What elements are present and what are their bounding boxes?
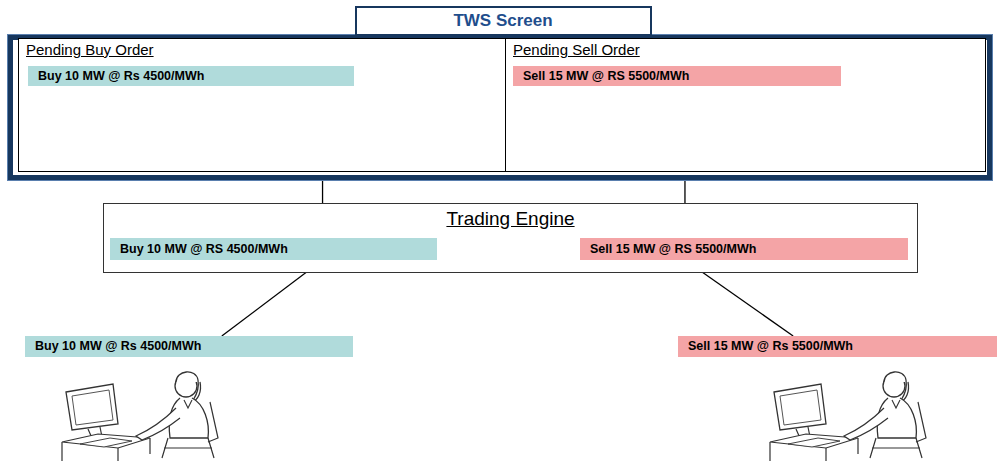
order-text: Buy 10 MW @ Rs 4500/MWh	[35, 336, 353, 357]
order-pane: Buy 10 MW @ Rs 4500/MWh Pending Buy Order	[18, 38, 506, 172]
order-text: Buy 10 MW @ RS 4500/MWh	[120, 238, 437, 260]
buy-order-bar: Buy 10 MW @ Rs 4500/MWh	[25, 336, 353, 357]
sell-order-bar: Sell 15 MW @ RS 5500/MWh	[580, 238, 908, 260]
order-text: Buy 10 MW @ Rs 4500/MWh	[38, 66, 354, 86]
sell-order-bar: Sell 15 MW @ Rs 5500/MWh	[678, 336, 997, 357]
order-text: Sell 15 MW @ Rs 5500/MWh	[688, 336, 997, 357]
box-heading: Pending Sell Order	[513, 41, 640, 58]
box-heading: Pending Buy Order	[26, 41, 154, 58]
box-heading: Trading Engine	[104, 208, 917, 230]
right-operator	[770, 372, 926, 461]
left-operator	[62, 372, 218, 461]
screen-frame: Buy 10 MW @ Rs 4500/MWh Pending Buy Order…	[8, 35, 992, 180]
screen-title: TWS Screen	[355, 6, 652, 36]
order-text: Sell 15 MW @ RS 5500/MWh	[590, 238, 908, 260]
order-text: Sell 15 MW @ RS 5500/MWh	[523, 66, 841, 86]
buy-order-bar: Buy 10 MW @ RS 4500/MWh	[110, 238, 437, 260]
order-pane: Sell 15 MW @ RS 5500/MWh Pending Sell Ord…	[505, 38, 986, 172]
buy-order-bar: Buy 10 MW @ Rs 4500/MWh	[28, 66, 354, 86]
trading-engine-box: Buy 10 MW @ RS 4500/MWh Sell 15 MW @ RS 5…	[103, 203, 918, 273]
sell-order-bar: Sell 15 MW @ RS 5500/MWh	[513, 66, 841, 86]
